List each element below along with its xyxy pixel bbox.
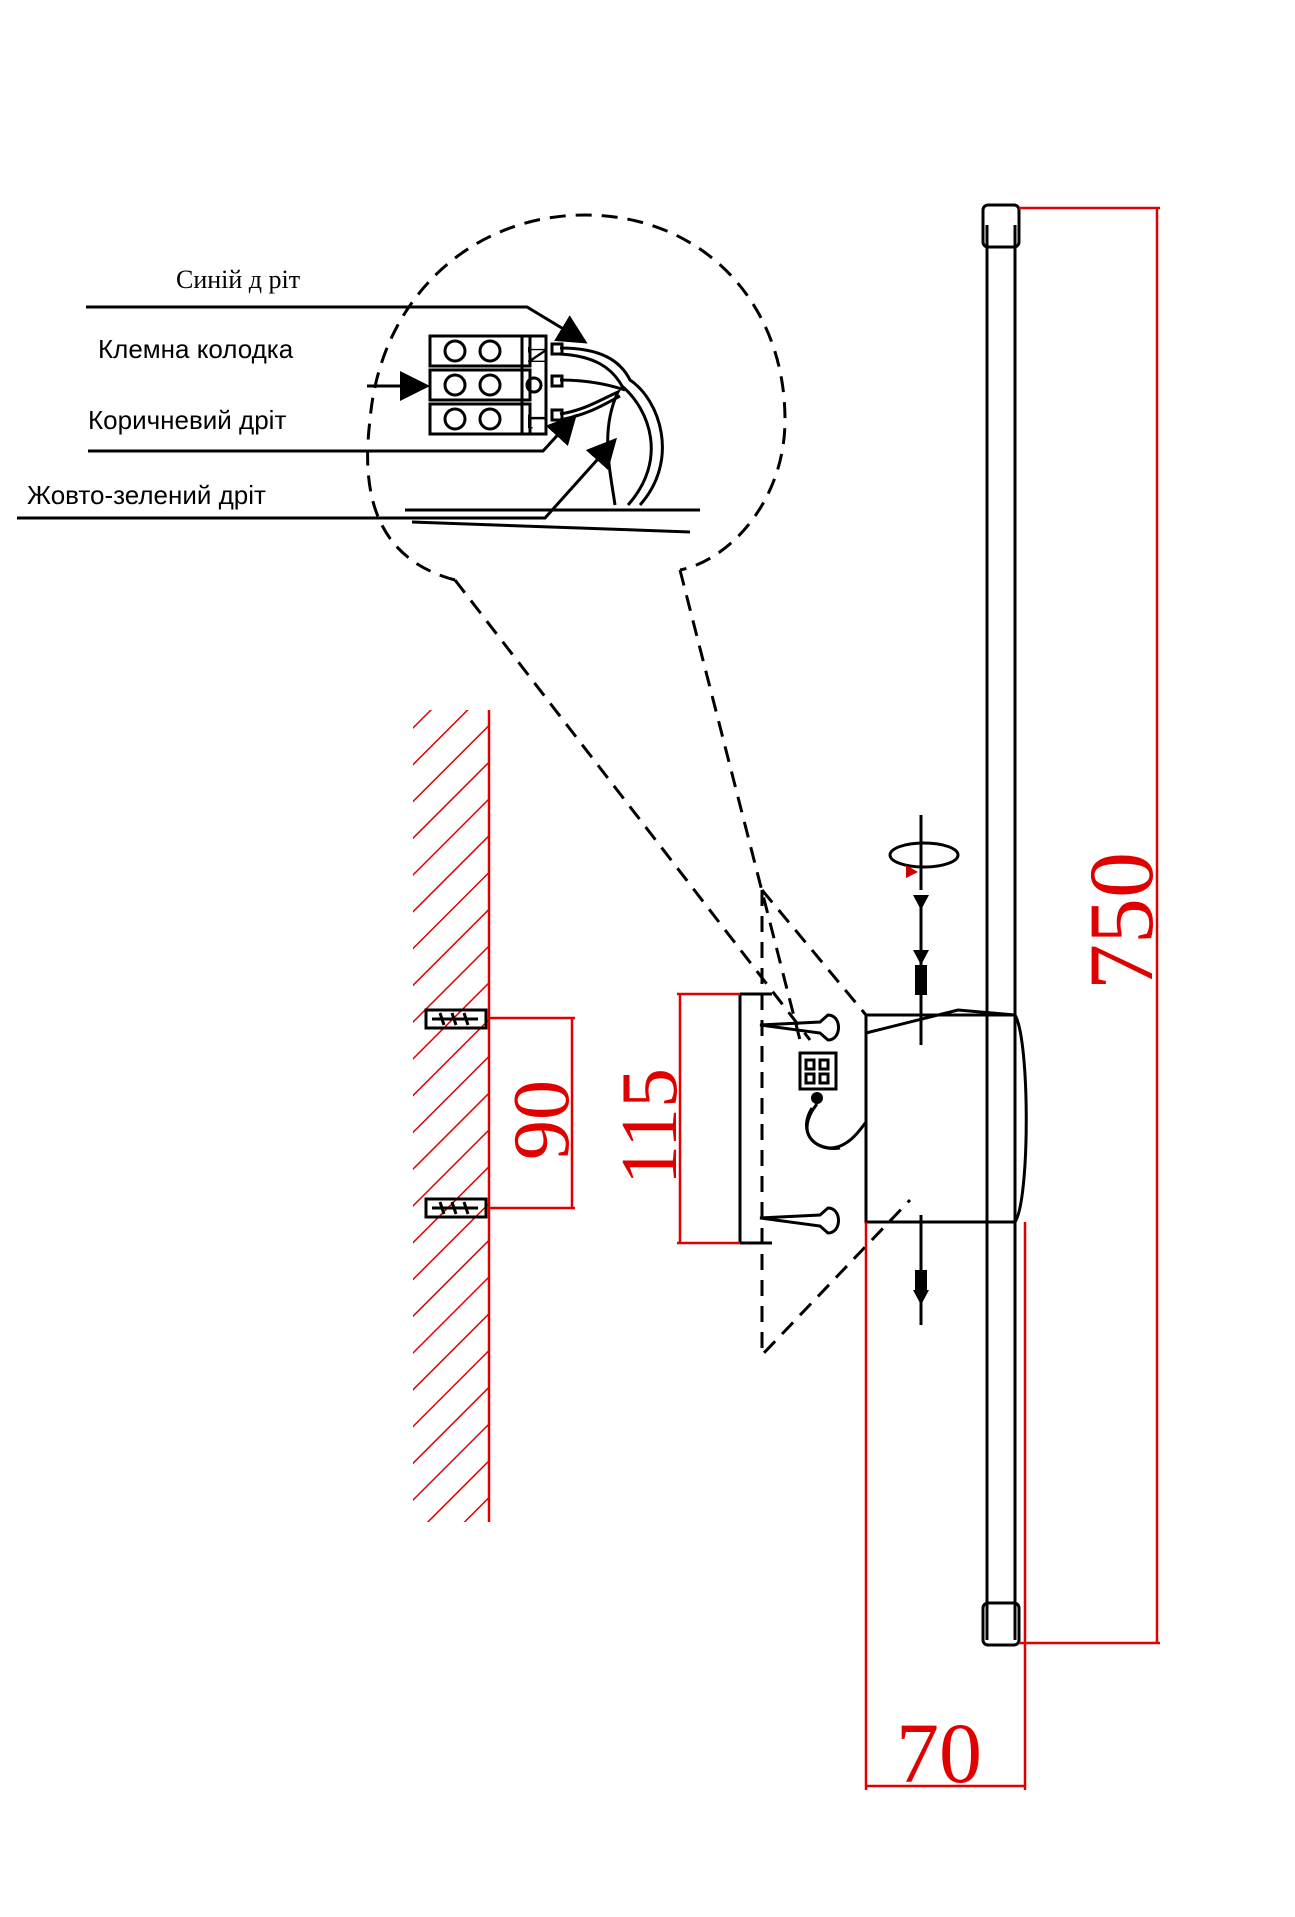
dimension-70: 70 [864, 1222, 1027, 1801]
dimension-115: 115 [606, 992, 740, 1245]
label-terminal-block: Клемна колодка [98, 334, 294, 364]
label-brown-wire: Коричневий дріт [88, 405, 286, 435]
terminal-mark-l: L [522, 414, 551, 430]
terminal-block-detail: N L [428, 334, 551, 436]
terminal-mark-n: N [522, 346, 551, 365]
dimension-750: 750 [1019, 206, 1172, 1645]
lamp-rod [981, 203, 1021, 1647]
dimension-label-750: 750 [1070, 852, 1172, 990]
fixing-screws [888, 815, 960, 1325]
label-blue-wire: Синій д ріт [176, 265, 300, 294]
dimension-label-70: 70 [896, 1705, 982, 1801]
dimension-label-115: 115 [606, 1068, 694, 1185]
wall-section [413, 710, 491, 1522]
mounting-plate [738, 992, 840, 1245]
callout-leaders [17, 305, 618, 520]
label-yellow-green-wire: Жовто-зелений дріт [27, 480, 266, 510]
dimension-90: 90 [489, 1016, 586, 1210]
swing-outline [760, 889, 912, 1359]
lamp-body [864, 1008, 1028, 1224]
wires-detail [550, 342, 664, 506]
terminal-block-small [798, 1051, 868, 1150]
dimension-label-90: 90 [498, 1080, 586, 1160]
